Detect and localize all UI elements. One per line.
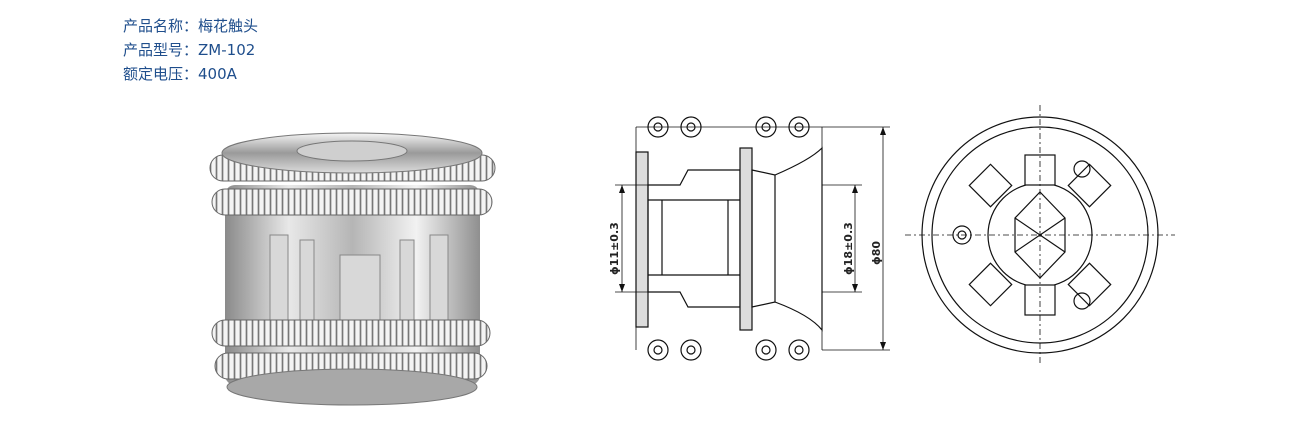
spec-name-label: 产品名称： — [123, 17, 199, 35]
spec-name-value: 梅花触头 — [198, 17, 259, 35]
side-view-drawing: ϕ11±0.3 ϕ18±0.3 ϕ80 — [608, 116, 890, 361]
spec-rating-value: 400A — [198, 65, 237, 83]
dim-mid-label: ϕ18±0.3 — [842, 222, 855, 275]
spec-rating-label: 额定电压： — [123, 65, 199, 83]
spec-model-row: 产品型号：ZM-102 — [123, 38, 258, 62]
spec-rating-row: 额定电压：400A — [123, 62, 258, 86]
spec-name-row: 产品名称：梅花触头 — [123, 14, 258, 38]
dim-inner-label: ϕ11±0.3 — [608, 222, 621, 275]
product-photo — [209, 132, 496, 406]
dim-outer-label: ϕ80 — [870, 241, 883, 265]
end-view-drawing — [905, 105, 1175, 365]
spec-model-label: 产品型号： — [123, 41, 199, 59]
spec-model-value: ZM-102 — [198, 41, 256, 59]
product-specs: 产品名称：梅花触头 产品型号：ZM-102 额定电压：400A — [123, 14, 258, 86]
